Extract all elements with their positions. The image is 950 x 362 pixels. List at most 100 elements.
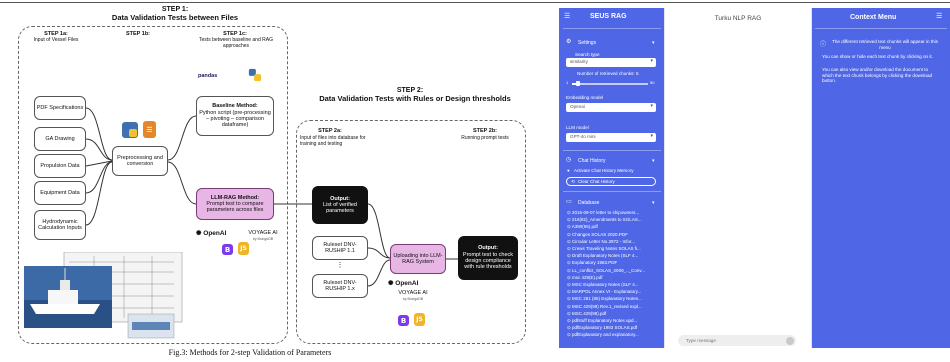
download-icon[interactable]: ⊙ <box>567 267 573 273</box>
download-icon[interactable]: ⊙ <box>567 289 573 295</box>
download-icon[interactable]: ⊙ <box>567 310 573 316</box>
context-menu-icon[interactable]: ☰ <box>936 13 943 20</box>
step2b-desc: Running prompt tests <box>461 135 509 141</box>
openai-label: OpenAI <box>203 230 227 237</box>
database-file-item[interactable]: ⊙ MSC.429(98).pdf <box>567 311 606 317</box>
download-icon[interactable]: ⊙ <box>567 325 573 331</box>
download-icon[interactable]: ⊙ <box>567 246 573 251</box>
files-icon: ☰ <box>143 121 156 138</box>
context-line-1: You can show or hide each text chunk by … <box>822 54 933 59</box>
download-icon[interactable]: ⊙ <box>567 274 573 280</box>
download-icon[interactable]: ⊙ <box>567 224 572 230</box>
database-file-item[interactable]: ⊙ MSC 281 (85) Explanatory Notes... <box>567 296 642 302</box>
settings-chevron-icon[interactable]: ▾ <box>652 40 655 46</box>
step2-connectors <box>274 203 458 287</box>
download-icon[interactable]: ⊙ <box>567 332 573 338</box>
download-icon[interactable]: ⊙ <box>567 231 573 237</box>
input-hydrodynamic-inputs: Hydrodynamic Calculation Inputs <box>34 210 86 240</box>
sidebar-divider-3 <box>563 191 661 192</box>
database-file-item[interactable]: ⊙ pdfstuff Explanatory Notes upd... <box>567 318 637 324</box>
preprocessing-box: Preprocessing and conversion <box>112 146 168 176</box>
step1c-desc: Tests between baseline and RAG approache… <box>199 37 273 49</box>
database-file-name: Crews Traveling Notes SOLAS fi... <box>572 246 641 251</box>
send-icon[interactable] <box>786 336 794 345</box>
database-file-item[interactable]: ⊙ Draft Explanatory Notes (SLF 4... <box>567 253 638 259</box>
download-icon[interactable]: ⊙ <box>567 260 573 266</box>
llm-chevron-icon: ▾ <box>650 133 653 139</box>
database-file-item[interactable]: ⊙ MSC 429(98) Rev.1_revised expl... <box>567 304 642 310</box>
slider-fill <box>572 83 579 85</box>
database-file-item[interactable]: ⊙ MSC Explanatory Notes (SLF 4... <box>567 282 639 288</box>
database-file-name: pdfExplanatory and explanatory... <box>572 332 639 338</box>
database-label[interactable]: Database <box>578 200 600 206</box>
database-file-item[interactable]: ⊙ Changes SOLAS 2020.PDF <box>567 232 628 238</box>
slider-handle[interactable] <box>576 81 581 86</box>
sidebar-divider <box>563 28 661 29</box>
download-icon[interactable]: ⊙ <box>567 318 573 323</box>
openai-label-2: OpenAI <box>395 280 419 287</box>
database-file-item[interactable]: ⊙ 216(82)_Amendments to SOLAS... <box>567 217 642 223</box>
database-file-name: MSC Explanatory Notes (SLF 4... <box>572 282 639 287</box>
step2b-title: STEP 2b: <box>472 128 498 134</box>
step2-frame <box>296 120 526 344</box>
embedding-select[interactable]: Openai▾ <box>566 103 656 112</box>
step1b-title: STEP 1b: <box>125 31 151 37</box>
step1-title: STEP 1: <box>161 6 189 13</box>
download-icon[interactable]: ⊙ <box>567 282 573 287</box>
memory-toggle-icon[interactable]: ● <box>567 168 570 173</box>
chat-history-chevron-icon[interactable]: ▾ <box>652 158 655 164</box>
step1-frame <box>18 26 288 344</box>
python-logo-icon <box>248 68 262 82</box>
search-type-select[interactable]: similarity▾ <box>566 58 656 67</box>
llm-select[interactable]: GPT-4o mini▾ <box>566 133 656 142</box>
database-file-item[interactable]: ⊙ 2015-09-07 letter to shipowners... <box>567 210 639 216</box>
database-file-item[interactable]: ⊙ pdfExplanatory and explanatory... <box>567 332 639 338</box>
clear-history-button[interactable]: ⟲ Clear Chat History <box>566 177 656 186</box>
download-icon[interactable]: ⊙ <box>567 210 573 215</box>
js-icon-2: JS <box>414 313 425 326</box>
database-file-name: Draft Explanatory Notes (SLF 4... <box>572 253 639 259</box>
database-file-item[interactable]: ⊙ Circular Letter No.3972 - Infor... <box>567 239 635 245</box>
output2-title: Output: <box>478 245 498 252</box>
database-file-name: A390(95).pdf <box>571 224 598 230</box>
slider-max: 50 <box>650 80 655 85</box>
hamburger-icon[interactable]: ☰ <box>564 13 571 20</box>
ruleset-1-x-box: Ruleset DNV-RUSHIP 1.x <box>312 274 368 298</box>
context-title: Context Menu <box>850 14 897 21</box>
embedding-chevron-icon: ▾ <box>650 103 653 109</box>
database-file-item[interactable]: ⊙ Explanatory 1983.PDF <box>567 260 617 266</box>
step1a-title: STEP 1a: <box>44 31 68 37</box>
download-icon[interactable]: ⊙ <box>567 217 573 223</box>
sidebar-divider-2 <box>563 150 661 151</box>
database-file-item[interactable]: ⊙ MARPOL Annex VI - Explanatory... <box>567 289 641 295</box>
database-file-item[interactable]: ⊙ Crews Traveling Notes SOLAS fi... <box>567 246 641 252</box>
database-file-name: MSC 281 (85) Explanatory Notes... <box>572 296 642 302</box>
slider-track[interactable] <box>572 83 648 85</box>
step2-subtitle: Data Validation Tests with Rules or Desi… <box>319 94 511 103</box>
download-icon[interactable]: ⊙ <box>567 296 573 302</box>
chat-history-icon: ◷ <box>566 157 572 163</box>
database-file-item[interactable]: ⊙ LL_conflict_SOLAS_2009_.._Conv... <box>567 268 645 274</box>
database-chevron-icon[interactable]: ▾ <box>652 200 655 206</box>
database-file-name: 2015-09-07 letter to shipowners... <box>572 210 640 215</box>
llmrag-title: LLM-RAG Method: <box>210 194 260 201</box>
database-file-item[interactable]: ⊙ msc 429(E).pdf <box>567 275 603 281</box>
llm-label: LLM model <box>566 125 589 130</box>
database-file-name: Changes SOLAS 2020.PDF <box>572 231 628 237</box>
llmrag-desc: Prompt test to compare parameters across… <box>206 200 264 214</box>
python-icon <box>122 122 138 138</box>
chat-panel <box>664 8 812 348</box>
download-icon[interactable]: ⊙ <box>567 303 573 309</box>
chat-input[interactable]: Type message <box>678 335 796 346</box>
database-file-name: LL_conflict_SOLAS_2009_.._Conv... <box>572 267 645 273</box>
download-icon[interactable]: ⊙ <box>567 253 573 259</box>
chat-history-label[interactable]: Chat History <box>578 158 606 164</box>
download-icon[interactable]: ⊙ <box>567 238 573 244</box>
activate-memory-label: Activate Chat History Memory <box>574 168 634 173</box>
settings-label[interactable]: Settings <box>578 40 597 46</box>
output1-desc: List of verified parameters <box>323 201 357 215</box>
database-file-item[interactable]: ⊙ A390(95).pdf <box>567 224 598 230</box>
llm-rag-method-box: LLM-RAG Method: Prompt test to compare p… <box>196 188 274 220</box>
uploading-rag-box: Uploading into LLM-RAG System <box>390 244 446 274</box>
database-file-item[interactable]: ⊙ pdfExplanatory 1983 SOLAS.pdf <box>567 325 637 331</box>
